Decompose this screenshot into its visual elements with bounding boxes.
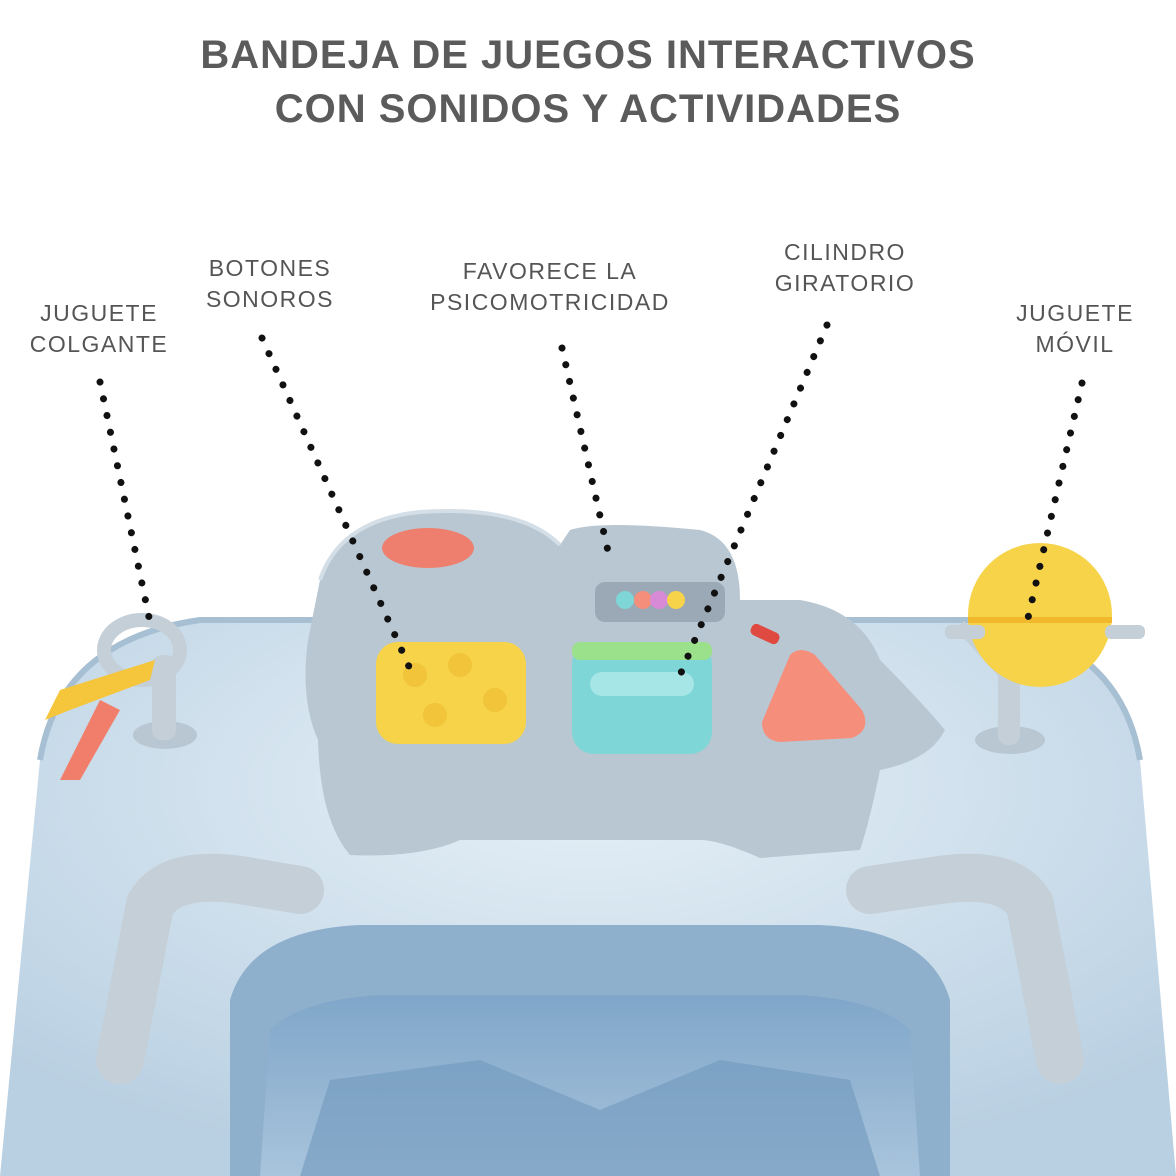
callout-psychomotor-line-1: FAVORECE LA	[462, 258, 638, 284]
callout-rotating-cylinder-line-2: GIRATORIO	[774, 270, 916, 296]
activity-panel	[305, 508, 945, 858]
callout-rotating-cylinder-line-1: CILINDRO	[784, 239, 906, 265]
title-line-1: BANDEJA DE JUEGOS INTERACTIVOS	[200, 33, 976, 77]
leader-line-psychomotor	[558, 344, 614, 564]
title-line-2: CON SONIDOS Y ACTIVIDADES	[274, 87, 902, 131]
mobile-toy	[945, 543, 1145, 754]
callout-sound-buttons-line-2: SONOROS	[205, 286, 335, 312]
leader-line-sound-buttons	[258, 334, 419, 684]
right-handle	[846, 853, 1084, 1084]
callout-psychomotor: FAVORECE LA PSICOMOTRICIDAD	[400, 256, 700, 318]
callout-hanging-toy-line-2: COLGANTE	[29, 331, 169, 357]
callout-rotating-cylinder: CILINDRO GIRATORIO	[750, 237, 940, 299]
callout-mobile-toy-line-1: JUGUETE	[1016, 300, 1134, 326]
page-title: BANDEJA DE JUEGOS INTERACTIVOS CON SONID…	[0, 28, 1176, 136]
leader-line-mobile-toy	[1024, 379, 1086, 622]
callout-hanging-toy: JUGUETE COLGANTE	[14, 298, 184, 360]
callout-mobile-toy-line-2: MÓVIL	[1035, 331, 1115, 357]
leader-lines	[96, 321, 1086, 684]
hanging-toy	[45, 613, 197, 780]
callout-hanging-toy-line-1: JUGUETE	[40, 300, 158, 326]
callout-mobile-toy: JUGUETE MÓVIL	[990, 298, 1160, 360]
leader-line-hanging-toy	[96, 378, 154, 626]
callout-sound-buttons: BOTONES SONOROS	[180, 253, 360, 315]
callout-psychomotor-line-2: PSICOMOTRICIDAD	[430, 289, 670, 315]
callout-sound-buttons-line-1: BOTONES	[208, 255, 332, 281]
left-handle	[96, 853, 324, 1084]
